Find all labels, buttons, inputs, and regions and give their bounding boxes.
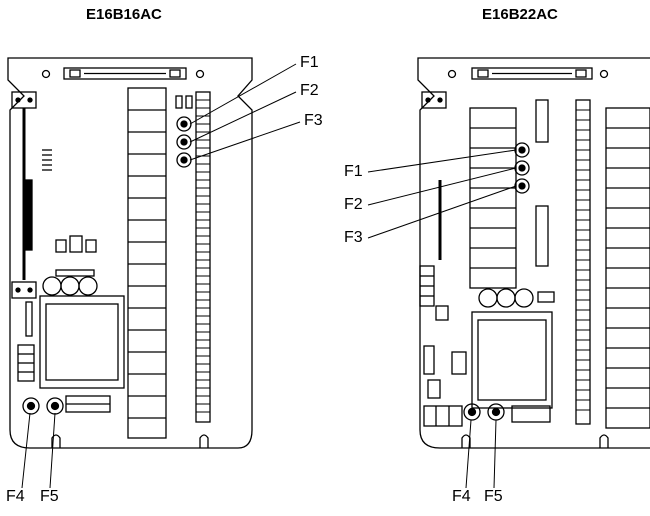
right-mount-hole	[447, 69, 457, 79]
left-label-f5: F5	[40, 488, 59, 505]
left-label-f3: F3	[304, 112, 323, 129]
left-top-connector	[63, 67, 187, 80]
left-mount-hole	[41, 69, 51, 79]
left-pin-header	[42, 149, 52, 171]
right-capacitor	[496, 288, 516, 308]
left-leader-f5	[49, 412, 56, 489]
right-top-connector	[471, 67, 593, 80]
left-side-connector	[25, 179, 33, 251]
right-label-f2: F2	[344, 196, 363, 213]
right-enclosure-outline	[417, 57, 650, 449]
right-board-title: E16B22AC	[482, 6, 558, 23]
right-bottom-connector	[423, 405, 463, 427]
left-leader-f4	[21, 412, 31, 489]
right-bottom-slot	[599, 434, 609, 448]
right-leader-f3	[367, 185, 517, 239]
left-bottom-slot	[199, 434, 209, 448]
right-relay-column	[469, 107, 517, 289]
right-label-f3: F3	[344, 229, 363, 246]
left-label-f1: F1	[300, 54, 319, 71]
left-fuse-f4	[22, 397, 40, 415]
right-terminal-strip	[575, 99, 591, 425]
right-leader-f5	[493, 419, 497, 489]
left-relay-column	[127, 87, 167, 439]
right-leader-f4	[465, 419, 472, 489]
right-capacitor	[478, 288, 498, 308]
right-capacitor	[514, 288, 534, 308]
left-label-f2: F2	[300, 82, 319, 99]
left-capacitor	[42, 276, 62, 296]
left-capacitor	[78, 276, 98, 296]
left-label-f4: F4	[6, 488, 25, 505]
right-fuse-f4	[463, 403, 481, 421]
right-label-f4: F4	[452, 488, 471, 505]
left-capacitor	[60, 276, 80, 296]
left-terminal-strip	[195, 91, 211, 423]
right-transformer	[471, 311, 553, 409]
right-label-f1: F1	[344, 163, 363, 180]
right-leader-f2	[367, 167, 517, 206]
left-bottom-slot	[51, 434, 61, 448]
right-label-f5: F5	[484, 488, 503, 505]
left-board	[7, 57, 301, 489]
left-transformer	[39, 295, 125, 389]
left-board-title: E16B16AC	[86, 6, 162, 23]
left-enclosure-outline	[7, 57, 253, 449]
left-mount-hole	[195, 69, 205, 79]
right-mount-hole	[599, 69, 609, 79]
left-leader-f1	[189, 63, 297, 125]
left-component	[55, 239, 67, 253]
right-relay-column-2	[605, 107, 650, 429]
right-leader-f1	[367, 149, 517, 173]
left-leader-f3	[189, 121, 301, 161]
right-board	[367, 57, 650, 489]
left-leader-f2	[189, 91, 297, 143]
